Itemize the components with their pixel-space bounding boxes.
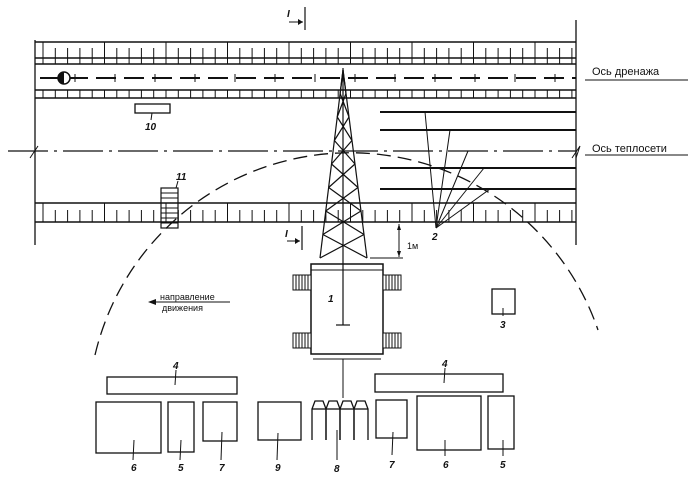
label-1: 1: [328, 294, 334, 305]
label-6: 6: [443, 460, 449, 471]
rack-right: 4: [374, 359, 504, 393]
item-10: 10: [134, 103, 171, 133]
direction-line2: движения: [162, 303, 203, 313]
dimension-1m: 1м: [370, 224, 418, 259]
pipe-stack: [380, 111, 576, 190]
crane-boom-tower: [319, 68, 368, 325]
label-4: 4: [172, 361, 179, 372]
rack-left: 4: [106, 361, 238, 395]
label-5: 5: [500, 460, 506, 471]
label-5: 5: [178, 463, 184, 474]
crane-body: 1: [292, 263, 402, 398]
drainage-axis: Ось дренажа: [40, 66, 688, 82]
direction-of-travel: направление движения: [148, 292, 230, 313]
section-label: I: [287, 9, 290, 20]
slings: [424, 111, 491, 229]
section-mark-top: I: [287, 7, 306, 30]
label-10: 10: [145, 122, 157, 133]
label-4: 4: [441, 359, 448, 370]
label-7: 7: [389, 460, 395, 471]
box-labels: 6 5 7 9 8 7 6 5: [131, 460, 506, 475]
dimension-label: 1м: [407, 241, 418, 251]
label-3: 3: [500, 320, 506, 331]
label-2: 2: [431, 232, 438, 243]
section-mark-bottom: I: [285, 226, 303, 250]
heating-axis: Ось теплосети: [8, 143, 688, 159]
direction-line1: направление: [160, 292, 215, 302]
top-road-strip: [35, 41, 576, 99]
item-11: 11: [160, 172, 187, 229]
drainage-axis-label: Ось дренажа: [592, 66, 660, 78]
bottom-road-strip: [35, 202, 576, 223]
label-11: 11: [176, 172, 187, 183]
label-7: 7: [219, 463, 225, 474]
label-9: 9: [275, 463, 281, 474]
crane-reach-arc: [94, 152, 599, 356]
storage-boxes: [95, 395, 515, 461]
section-label: I: [285, 229, 288, 240]
site-boundaries: [34, 20, 577, 245]
label-6: 6: [131, 463, 137, 474]
item-3: 3: [491, 288, 516, 331]
label-8: 8: [334, 464, 340, 475]
heating-axis-label: Ось теплосети: [592, 143, 667, 155]
well-icon: [57, 71, 71, 85]
